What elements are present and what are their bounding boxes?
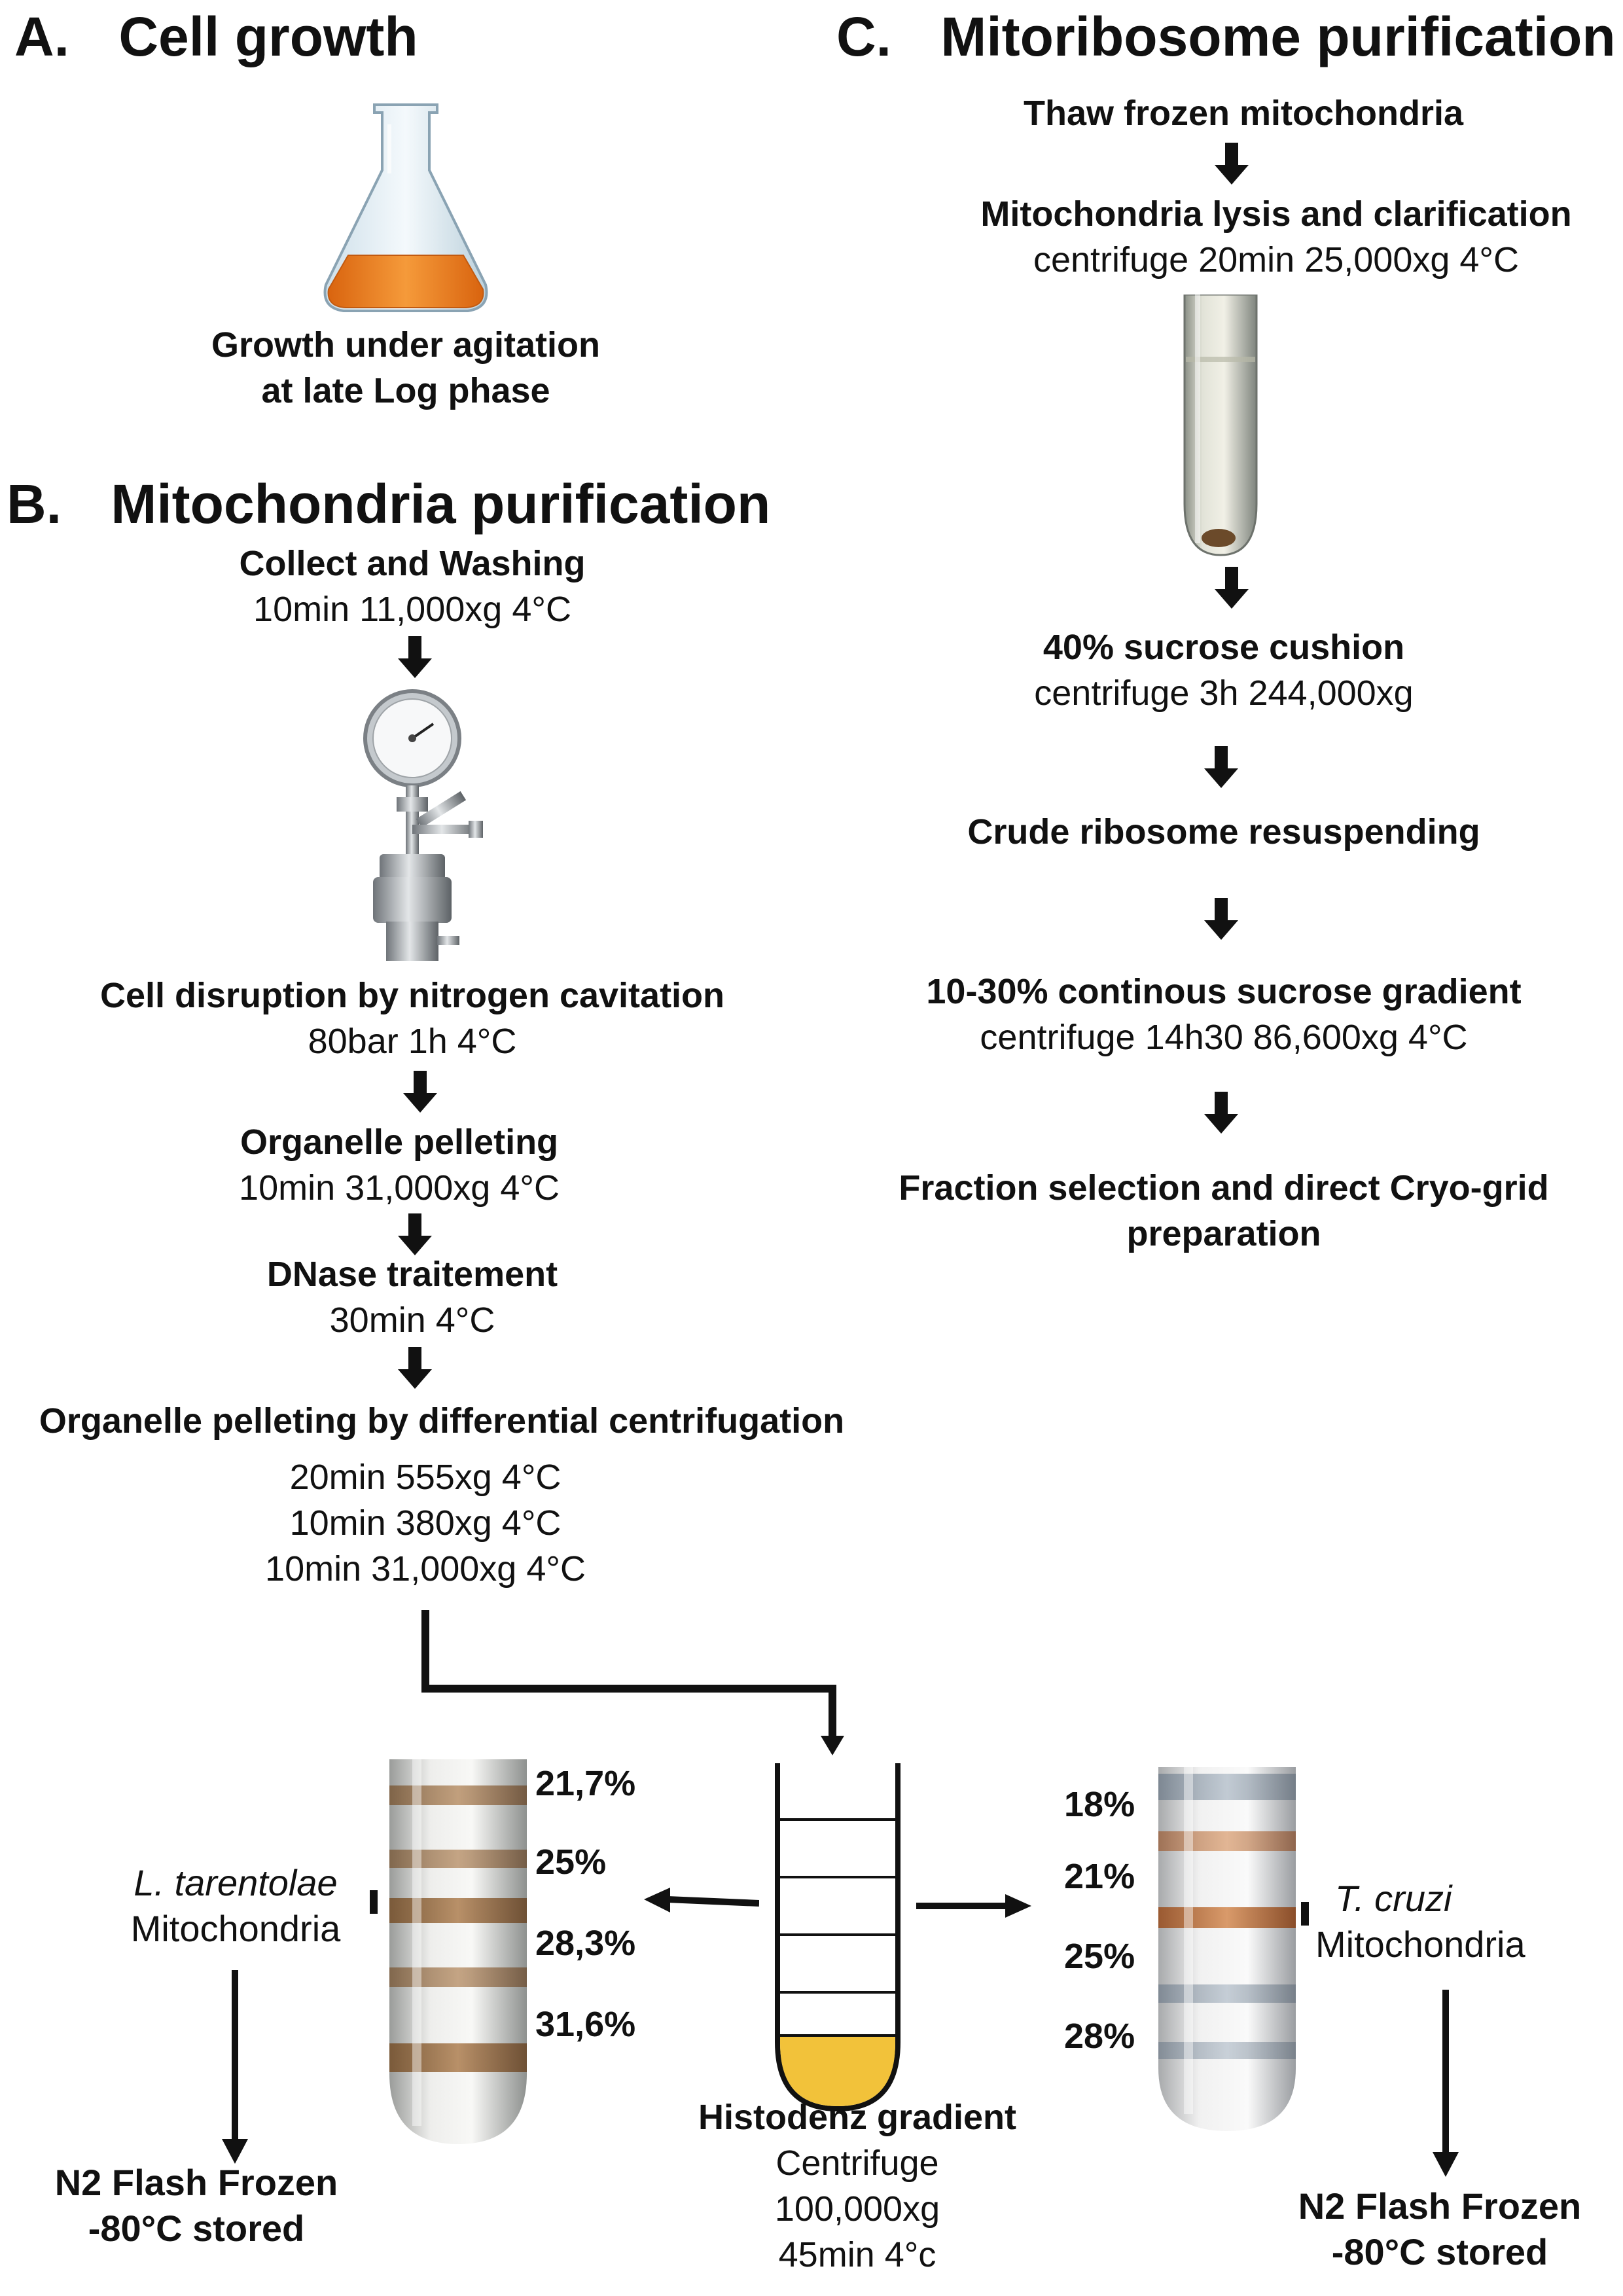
c-step-sucrose-gradient: 10-30% continous sucrose gradient centri… — [890, 969, 1558, 1060]
l-tarentolae-storage-line-1: N2 Flash Frozen — [54, 2162, 338, 2203]
down-arrow-icon — [1204, 898, 1238, 940]
section-c-title: Mitoribosome purification — [940, 6, 1616, 67]
section-c-letter: C. — [836, 6, 891, 67]
b-step-1-detail: 10min 11,000xg 4°C — [253, 590, 571, 629]
left-tube-band-marker — [370, 1890, 378, 1914]
b-step-5-detail-1: 20min 555xg 4°C — [289, 1458, 562, 1497]
l-tarentolae-storage-line-2: -80°C stored — [88, 2208, 305, 2249]
b-step-3-detail: 10min 31,000xg 4°C — [239, 1168, 560, 1208]
t-cruzi-label: T. cruzi Mitochondria — [1315, 1876, 1603, 1967]
right-tube-pct-4: 28% — [1064, 2017, 1135, 2056]
c-step-3-detail: centrifuge 3h 244,000xg — [1034, 673, 1414, 713]
flow-connector-arrow — [421, 1610, 844, 1755]
c-step-5-detail: centrifuge 14h30 86,600xg 4°C — [980, 1018, 1468, 1057]
histodenz-detail-1: Centrifuge — [776, 2144, 939, 2183]
clarified-lysate-tube-image — [1178, 295, 1263, 556]
right-tube-pct-2: 21% — [1064, 1857, 1135, 1896]
down-arrow-icon — [398, 1213, 432, 1255]
section-a-title: Cell growth — [118, 6, 418, 67]
erlenmeyer-flask-icon — [323, 103, 488, 312]
b-step-1-title: Collect and Washing — [239, 544, 586, 583]
c-step-6-title-cont: preparation — [1126, 1214, 1321, 1253]
cavitation-vessel-icon — [363, 689, 483, 961]
c-step-fraction-selection: Fraction selection and direct Cryo-grid … — [851, 1165, 1597, 1257]
section-a-caption-line-1: Growth under agitation — [211, 325, 600, 365]
c-step-6-title: Fraction selection and direct Cryo-grid — [899, 1168, 1549, 1208]
left-down-arrow-icon — [222, 1970, 248, 2164]
right-tube-pct-3: 25% — [1064, 1937, 1135, 1976]
left-tube-pct-4: 31,6% — [535, 2005, 636, 2044]
t-cruzi-organelle: Mitochondria — [1315, 1924, 1525, 1965]
t-cruzi-storage-line-1: N2 Flash Frozen — [1298, 2185, 1582, 2227]
left-tube-pct-2: 25% — [535, 1842, 607, 1882]
b-step-3-title: Organelle pelleting — [240, 1122, 559, 1162]
histodenz-detail-2: 100,000xg — [774, 2189, 940, 2229]
section-a-caption: Growth under agitation at late Log phase — [170, 322, 641, 414]
c-step-3-title: 40% sucrose cushion — [1043, 628, 1405, 667]
b-step-cell-disruption: Cell disruption by nitrogen cavitation 8… — [39, 973, 785, 1064]
down-arrow-icon — [1215, 567, 1249, 609]
right-down-arrow-icon — [1433, 1990, 1459, 2177]
left-tube-pct-3: 28,3% — [535, 1924, 636, 1963]
section-a-caption-line-2: at late Log phase — [261, 371, 550, 410]
histodenz-gradient-tube-icon — [775, 1763, 901, 2112]
histodenz-detail-3: 45min 4°c — [778, 2235, 936, 2274]
b-step-differential-centrifugation: Organelle pelleting by differential cent… — [0, 1398, 883, 1450]
l-tarentolae-label: L. tarentolae Mitochondria — [98, 1860, 373, 1952]
left-pointing-arrow-icon — [644, 1888, 759, 1912]
c-step-sucrose-cushion: 40% sucrose cushion centrifuge 3h 244,00… — [962, 624, 1486, 716]
l-tarentolae-organelle: Mitochondria — [130, 1908, 341, 1949]
histodenz-title: Histodenz gradient — [698, 2098, 1017, 2137]
c-step-lysis: Mitochondria lysis and clarification cen… — [916, 191, 1623, 283]
histodenz-caption: Histodenz gradient Centrifuge 100,000xg … — [654, 2094, 1060, 2278]
l-tarentolae-storage: N2 Flash Frozen -80°C stored — [0, 2160, 393, 2251]
b-step-organelle-pelleting: Organelle pelleting 10min 31,000xg 4°C — [137, 1119, 661, 1211]
l-tarentolae-gradient-tube-image — [389, 1759, 527, 2144]
section-b-heading: B. Mitochondria purification — [7, 473, 770, 536]
t-cruzi-storage-line-2: -80°C stored — [1331, 2231, 1548, 2272]
c-step-thaw: Thaw frozen mitochondria — [982, 90, 1505, 136]
t-cruzi-organism: T. cruzi — [1335, 1878, 1452, 1919]
section-b-letter: B. — [7, 473, 62, 535]
b-step-dnase: DNase traitement 30min 4°C — [151, 1251, 674, 1343]
b-step-collect-washing: Collect and Washing 10min 11,000xg 4°C — [151, 541, 674, 632]
b-step-2-title: Cell disruption by nitrogen cavitation — [99, 976, 725, 1015]
right-pointing-arrow-icon — [916, 1894, 1031, 1918]
down-arrow-icon — [403, 1071, 437, 1113]
t-cruzi-storage: N2 Flash Frozen -80°C stored — [1243, 2183, 1623, 2275]
right-tube-band-marker — [1301, 1902, 1309, 1926]
b-step-5-details: 20min 555xg 4°C 10min 380xg 4°C 10min 31… — [164, 1454, 687, 1592]
b-step-5-title: Organelle pelleting by differential cent… — [39, 1401, 845, 1441]
b-step-4-detail: 30min 4°C — [329, 1300, 495, 1340]
down-arrow-icon — [398, 1347, 432, 1389]
down-arrow-icon — [398, 636, 432, 678]
left-tube-pct-1: 21,7% — [535, 1764, 636, 1803]
section-a-letter: A. — [14, 6, 69, 67]
b-step-2-detail: 80bar 1h 4°C — [308, 1022, 517, 1061]
down-arrow-icon — [1215, 143, 1249, 185]
c-step-1-title: Thaw frozen mitochondria — [1023, 94, 1464, 133]
b-step-5-detail-3: 10min 31,000xg 4°C — [265, 1549, 586, 1588]
c-step-2-title: Mitochondria lysis and clarification — [980, 194, 1572, 234]
section-b-title: Mitochondria purification — [111, 473, 771, 535]
c-step-5-title: 10-30% continous sucrose gradient — [926, 972, 1522, 1011]
t-cruzi-gradient-tube-image — [1158, 1767, 1296, 2131]
down-arrow-icon — [1204, 1092, 1238, 1134]
c-step-2-detail: centrifuge 20min 25,000xg 4°C — [1033, 240, 1520, 279]
l-tarentolae-organism: L. tarentolae — [134, 1862, 338, 1903]
c-step-4-title: Crude ribosome resuspending — [967, 812, 1480, 852]
section-a-heading: A. Cell growth — [14, 5, 418, 69]
right-tube-pct-1: 18% — [1064, 1785, 1135, 1824]
b-step-4-title: DNase traitement — [266, 1255, 558, 1294]
down-arrow-icon — [1204, 746, 1238, 788]
section-c-heading: C. Mitoribosome purification — [836, 5, 1616, 69]
b-step-5-detail-2: 10min 380xg 4°C — [289, 1503, 562, 1543]
c-step-crude-ribosome: Crude ribosome resuspending — [929, 809, 1518, 855]
